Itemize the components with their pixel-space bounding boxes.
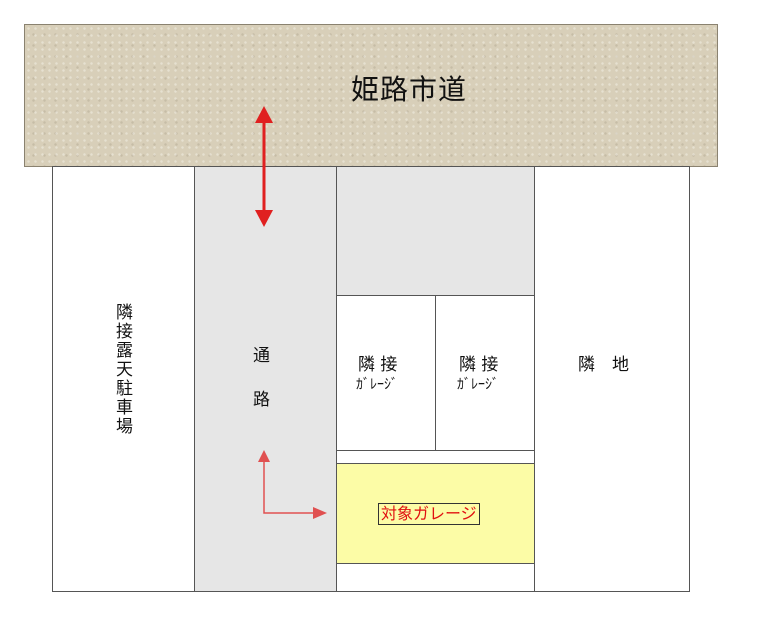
adjacent-garage-a [336, 295, 436, 451]
adjacent-garage-b-sublabel: ｶﾞﾚｰｼﾞ [457, 377, 499, 393]
target-garage-label: 対象ガレージ [378, 503, 480, 525]
garage-block-upper-area [336, 166, 535, 296]
passage [194, 166, 337, 592]
adjacent-garage-a-sublabel: ｶﾞﾚｰｼﾞ [356, 377, 398, 393]
neighboring-land [534, 166, 690, 592]
adjacent-garage-b [435, 295, 535, 451]
garage-block-bottom-strip [336, 563, 535, 592]
city-road-label: 姫路市道 [351, 73, 468, 106]
neighboring-land-label: 隣 地 [578, 355, 629, 375]
passage-label-2: 路 [253, 390, 270, 410]
city-road [24, 24, 718, 167]
adjacent-parking-lot-label: 隣接露天駐車場 [112, 303, 132, 436]
adjacent-garage-a-label: 隣 接 [358, 355, 398, 375]
adjacent-garage-b-label: 隣 接 [459, 355, 499, 375]
route-to-target-arrow [258, 450, 327, 519]
road-access-arrow [255, 106, 273, 227]
passage-label-1: 通 [253, 346, 270, 366]
